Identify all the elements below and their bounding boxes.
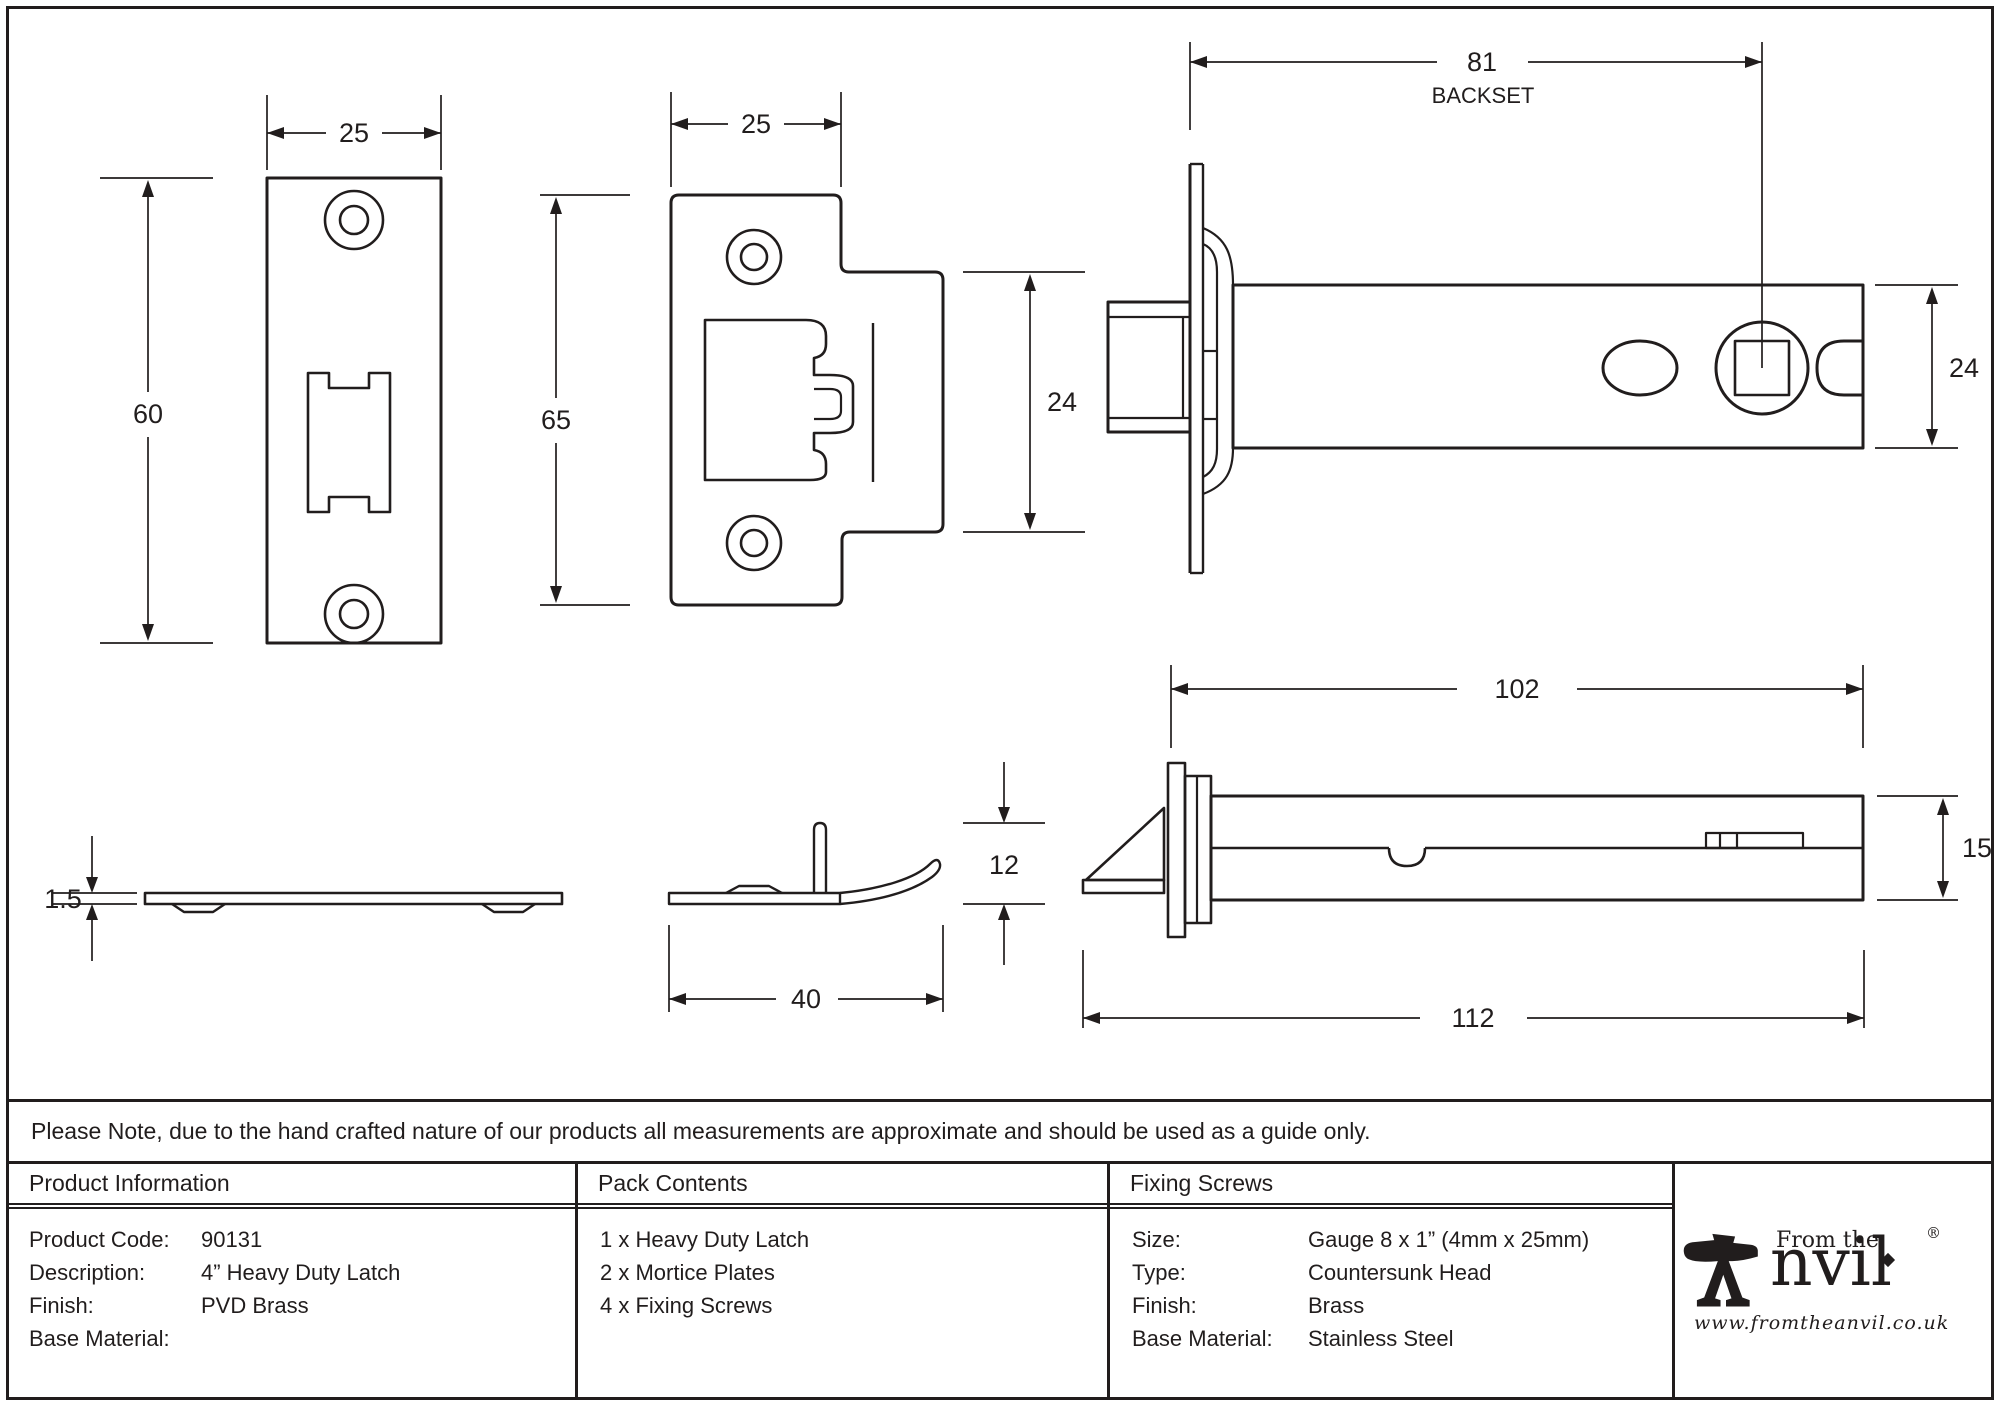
- row-value: Gauge 8 x 1” (4mm x 25mm): [1308, 1226, 1590, 1252]
- row-label: Type:: [1132, 1259, 1186, 1285]
- plate-bump: [725, 884, 783, 895]
- edge-slot: [1815, 339, 1863, 397]
- product-information-header: Product Information: [9, 1164, 575, 1209]
- dim-strike-width: 25: [741, 109, 771, 139]
- row-label: Product Code:: [29, 1226, 170, 1252]
- anvil-icon: [1683, 1233, 1758, 1307]
- latch-body: [1231, 283, 1865, 450]
- row-value: 90131: [201, 1226, 263, 1252]
- list-item: 1 x Heavy Duty Latch: [600, 1226, 810, 1252]
- latch-bolt: [1106, 300, 1192, 434]
- dim-strike-lip: 24: [1047, 387, 1077, 417]
- curved-lip: [839, 858, 942, 906]
- fixing-screws-header: Fixing Screws: [1110, 1164, 1672, 1209]
- pack-contents-header: Pack Contents: [578, 1164, 1107, 1209]
- drawing-strike-plate-front: 25 65 24: [540, 92, 1085, 607]
- angled-bolt: [1084, 806, 1166, 882]
- dim-strike-side-width: 40: [791, 984, 821, 1014]
- strike-plate-outline: [669, 193, 945, 607]
- table-row: Product Code: 90131: [29, 1223, 575, 1256]
- row-label: Finish:: [29, 1292, 94, 1318]
- row-label: Size:: [1132, 1226, 1181, 1252]
- dim-strike-side-height: 12: [989, 850, 1019, 880]
- brand-column: nvil From the ® www.fromtheanvil.co.uk: [1675, 1164, 1991, 1397]
- spindle-square: [1733, 339, 1791, 397]
- row-value: Stainless Steel: [1308, 1325, 1454, 1351]
- measurement-note: Please Note, due to the hand crafted nat…: [6, 1099, 1994, 1164]
- row-label: Base Material:: [1132, 1325, 1273, 1351]
- table-row: Type: Countersunk Head: [1132, 1256, 1672, 1289]
- row-label: Base Material:: [29, 1325, 170, 1351]
- countersink: [171, 903, 226, 914]
- countersink: [481, 903, 536, 914]
- row-value: 4” Heavy Duty Latch: [201, 1259, 401, 1285]
- drawing-strike-plate-side: 40 12: [667, 762, 1045, 1014]
- logo-word-anvil: nvil: [1770, 1223, 1893, 1301]
- dim-latch-side-total: 112: [1451, 1003, 1494, 1033]
- dim-latch-side-height: 15: [1962, 833, 1992, 863]
- dim-backset: 81: [1467, 47, 1497, 77]
- note-text: Please Note, due to the hand crafted nat…: [31, 1118, 1371, 1144]
- row-label: Finish:: [1132, 1292, 1197, 1318]
- table-row: Finish: Brass: [1132, 1289, 1672, 1322]
- table-row: Base Material: Stainless Steel: [1132, 1322, 1672, 1355]
- screw-hole: [323, 189, 385, 251]
- latch-box-cutout: [703, 318, 855, 482]
- shaft-notch: [1387, 847, 1427, 868]
- drawing-latch-front: 81 BACKSET: [1106, 42, 1979, 575]
- row-label: Description:: [29, 1259, 146, 1285]
- dim-latch-side-body: 102: [1494, 674, 1539, 704]
- screw-hole: [725, 228, 783, 286]
- row-value: PVD Brass: [201, 1292, 309, 1318]
- side-faceplate: [1166, 761, 1187, 939]
- pack-contents-column: Pack Contents 1 x Heavy Duty Latch 2 x M…: [578, 1164, 1110, 1397]
- technical-drawing-canvas: 25 60 25: [44, 42, 1992, 1033]
- screw-hole: [323, 583, 385, 645]
- table-row: Finish: PVD Brass: [29, 1289, 575, 1322]
- spindle-hole: [1714, 320, 1810, 416]
- product-information-column: Product Information Product Code: 90131 …: [9, 1164, 578, 1397]
- faceplate-side-outline: [143, 891, 564, 906]
- latch-cutout: [306, 371, 392, 514]
- dim-strike-height: 65: [541, 405, 571, 435]
- drawing-faceplate-front: 25 60: [100, 95, 443, 645]
- table-row: Size: Gauge 8 x 1” (4mm x 25mm): [1132, 1223, 1672, 1256]
- registered-mark: ®: [1926, 1223, 1941, 1242]
- list-item: 2 x Mortice Plates: [600, 1259, 775, 1285]
- plate-tab: [812, 821, 828, 893]
- dim-latch-height: 24: [1949, 353, 1979, 383]
- table-row: Base Material:: [29, 1322, 575, 1355]
- logo-url: www.fromtheanvil.co.uk: [1694, 1311, 1950, 1334]
- bolt-base: [1081, 878, 1166, 895]
- list-item: 4 x Fixing Screws: [600, 1292, 773, 1318]
- screw-hole-inner: [739, 528, 769, 558]
- row-value: Countersunk Head: [1308, 1259, 1492, 1285]
- dim-faceplate-thickness: 1.5: [44, 884, 82, 914]
- row-value: Brass: [1308, 1292, 1365, 1318]
- screw-hole-inner: [338, 204, 370, 236]
- dim-faceplate-height: 60: [133, 399, 163, 429]
- screw-hole-inner: [338, 598, 370, 630]
- latch-tongue: [814, 387, 843, 421]
- product-table: Product Information Product Code: 90131 …: [6, 1161, 1994, 1400]
- oval-hole: [1601, 339, 1679, 397]
- stop-detail: [1704, 831, 1805, 850]
- strike-side-plate: [667, 891, 842, 906]
- from-the-anvil-logo: nvil From the ® www.fromtheanvil.co.uk: [1678, 1222, 1988, 1340]
- logo-from-the: From the: [1776, 1227, 1879, 1253]
- drawing-latch-side: 102 15: [1081, 665, 1992, 1033]
- backset-label: BACKSET: [1432, 83, 1535, 108]
- table-row: Description: 4” Heavy Duty Latch: [29, 1256, 575, 1289]
- screw-hole-inner: [739, 242, 769, 272]
- dim-faceplate-width: 25: [339, 118, 369, 148]
- screw-hole: [725, 514, 783, 572]
- drawing-faceplate-side: 1.5: [44, 836, 564, 961]
- fixing-screws-column: Fixing Screws Size: Gauge 8 x 1” (4mm x …: [1110, 1164, 1675, 1397]
